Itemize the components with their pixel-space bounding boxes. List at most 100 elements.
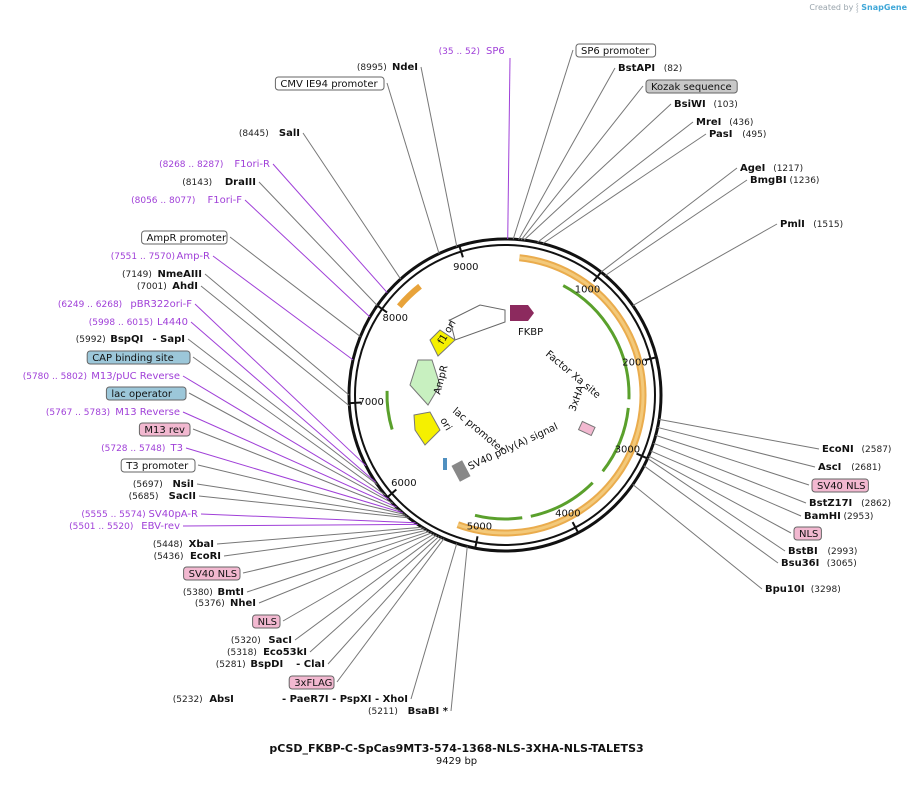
- primer-pos: (7551 .. 7570): [111, 252, 175, 262]
- site-name: BspQI: [110, 334, 143, 345]
- primer-name: T3: [170, 443, 183, 454]
- leader-line: [192, 356, 386, 496]
- tick-mark: [636, 452, 648, 459]
- primer-name: SV40pA-R: [149, 509, 198, 520]
- leader-line: [192, 428, 401, 512]
- leader-line: [657, 426, 816, 468]
- leader-line: [188, 392, 394, 504]
- lac-promoter-feature: [413, 411, 441, 446]
- leader-line: [537, 121, 694, 243]
- feature-box: [105, 386, 187, 401]
- site-name: BmtI: [217, 587, 244, 598]
- feature-box: [575, 43, 657, 58]
- leader-line: [302, 132, 402, 280]
- leader-line: [204, 273, 350, 396]
- plasmid-name: pCSD_FKBP-C-SpCas9MT3-574-1368-NLS-3XHA-…: [269, 742, 644, 755]
- leader-line: [223, 528, 425, 557]
- site-name: SacI: [268, 635, 292, 646]
- feature-label: NLS: [258, 617, 277, 628]
- feature-box: [138, 422, 191, 437]
- site-name: PmlI: [780, 219, 805, 230]
- tick-label: 2000: [622, 358, 647, 369]
- site-extra: - PaeR7I - PspXI - XhoI: [282, 694, 408, 705]
- feature-box: [86, 350, 191, 365]
- primer-name: EBV-rev: [141, 521, 180, 532]
- green-arrow-1: [601, 407, 630, 473]
- site-name: Bsu36I: [781, 558, 819, 569]
- leader-line: [650, 450, 802, 517]
- label-fkbp: FKBP: [518, 327, 543, 338]
- feature-box: [183, 566, 241, 581]
- tick-label: 4000: [555, 508, 580, 519]
- site-pos: (5697): [133, 480, 163, 490]
- site-pos: (1515): [813, 220, 843, 230]
- leader-line: [272, 163, 388, 293]
- tick-mark: [474, 536, 479, 548]
- feature-label: M13 rev: [144, 425, 185, 436]
- leader-line: [655, 434, 810, 486]
- feature-box: [645, 79, 738, 94]
- orf-cas9: [456, 254, 647, 537]
- site-pos: (7001): [137, 282, 167, 292]
- leader-line: [507, 57, 511, 240]
- site-name: AbsI: [209, 694, 234, 705]
- leader-line: [212, 255, 354, 361]
- tick-label: 1000: [575, 284, 600, 295]
- leader-line: [185, 447, 403, 514]
- site-name: BamHI: [804, 511, 841, 522]
- site-pos: (5281): [216, 660, 246, 670]
- feature-box: [793, 526, 822, 541]
- tick-label: 3000: [615, 445, 640, 456]
- site-name: EcoRI: [190, 551, 221, 562]
- leader-line: [194, 303, 367, 467]
- primer-pos: (35 .. 52): [439, 47, 480, 57]
- leader-line: [658, 418, 820, 450]
- leader-line: [258, 181, 378, 306]
- leader-line: [309, 536, 440, 653]
- leader-line: [632, 223, 778, 306]
- backbone-inner: [354, 244, 656, 546]
- leader-line: [410, 543, 458, 700]
- feature-box: [252, 614, 281, 629]
- plasmid-length: 9429 bp: [435, 756, 478, 767]
- green-arrow-0: [562, 284, 631, 400]
- site-name: PasI: [709, 129, 732, 140]
- leader-line: [182, 411, 397, 508]
- primer-name: F1ori-F: [208, 195, 243, 206]
- tick-mark: [644, 356, 656, 362]
- tick-label: 7000: [358, 397, 383, 408]
- feature-label: Kozak sequence: [651, 82, 732, 93]
- primer-pos: (8268 .. 8287): [159, 160, 223, 170]
- site-pos: (2953): [844, 512, 874, 522]
- site-name: MreI: [696, 117, 721, 128]
- tick-label: 9000: [453, 262, 478, 273]
- feature-box: [120, 458, 196, 473]
- site-extra: - SapI: [153, 334, 185, 345]
- leader-line: [450, 546, 468, 712]
- site-name: Bpu10I: [765, 584, 805, 595]
- leader-line: [190, 321, 376, 483]
- ampr-promoter-feature: [429, 329, 456, 357]
- site-name: AhdI: [172, 281, 198, 292]
- small-feature: [443, 458, 447, 470]
- feature-label: SV40 NLS: [817, 481, 866, 492]
- site-name: AscI: [818, 462, 841, 473]
- leader-line: [294, 534, 437, 641]
- primer-pos: (5767 .. 5783): [46, 408, 110, 418]
- green-arrow-3: [474, 513, 523, 521]
- leader-line: [643, 465, 779, 564]
- site-pos: (5992): [76, 335, 106, 345]
- leader-line: [518, 67, 616, 240]
- fkbp-feature: [510, 305, 534, 321]
- feature-label: CMV IE94 promoter: [280, 79, 378, 90]
- site-pos: (103): [714, 100, 738, 110]
- leader-line: [197, 464, 405, 515]
- tick-mark: [377, 305, 388, 314]
- site-name: EcoNI: [822, 444, 854, 455]
- brand-name: SnapGene: [861, 3, 907, 12]
- primer-name: L4440: [157, 317, 188, 328]
- tick-mark: [571, 521, 579, 533]
- tick-mark: [592, 272, 602, 283]
- primer-pos: (5998 .. 6015): [89, 318, 153, 328]
- leader-line: [246, 530, 430, 593]
